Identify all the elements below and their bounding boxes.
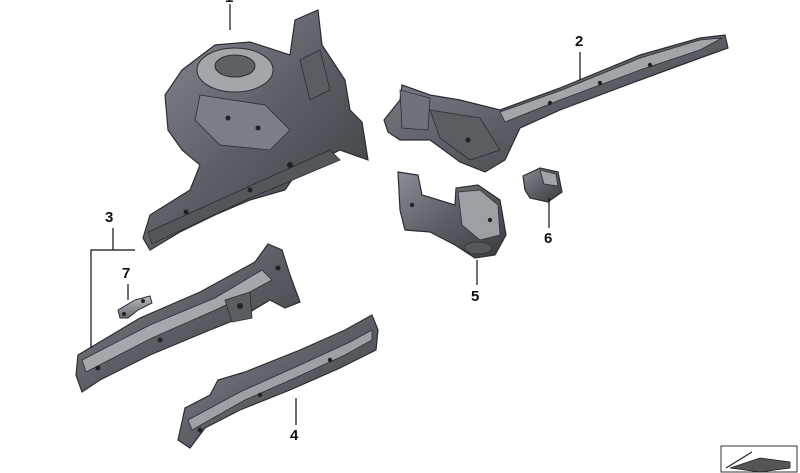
part-3-longitudinal-member	[75, 243, 301, 393]
callout-1: 1	[225, 0, 233, 5]
part-4-reinforcement	[177, 314, 379, 449]
leader-3-bracket	[90, 249, 135, 348]
part-7-bracket	[117, 295, 153, 319]
orientation-icon	[720, 445, 798, 473]
part-1-wheelhouse-assembly	[142, 9, 369, 251]
leader-lines	[90, 4, 581, 425]
callout-4: 4	[290, 427, 299, 444]
part-2-side-member	[383, 34, 729, 173]
callout-2: 2	[575, 33, 584, 50]
part-5-bracket-panel	[397, 171, 507, 259]
callout-3: 3	[105, 209, 114, 226]
callout-7: 7	[122, 265, 131, 282]
callout-5: 5	[471, 288, 480, 305]
callout-6: 6	[544, 230, 553, 247]
part-6-mount	[522, 167, 563, 203]
